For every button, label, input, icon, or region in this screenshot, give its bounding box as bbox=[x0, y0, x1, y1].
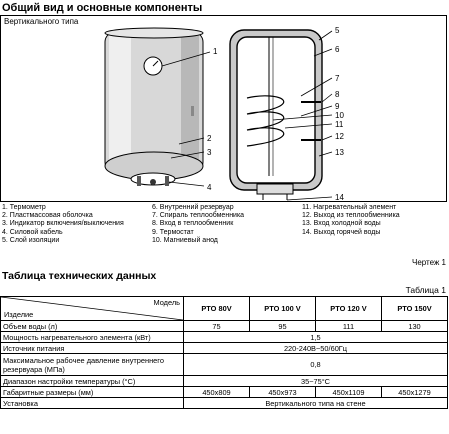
callout-5: 5 bbox=[335, 26, 340, 35]
row-label: Габаритные размеры (мм) bbox=[0, 386, 184, 398]
legend-item: 1. Термометр bbox=[2, 204, 46, 211]
callout-8: 8 bbox=[335, 90, 340, 99]
callout-2: 2 bbox=[207, 134, 212, 143]
model-header: PTO 100 V bbox=[249, 296, 316, 321]
heater-drawing: 1 2 3 4 5 bbox=[104, 26, 344, 202]
table-label: Таблица 1 bbox=[405, 285, 446, 295]
legend-item: 4. Силовой кабель bbox=[2, 228, 63, 236]
table-row: Мощность нагревательного элемента (кВт) … bbox=[0, 331, 448, 343]
corner-item-label: Изделие bbox=[4, 310, 34, 319]
diagonal-divider bbox=[1, 297, 183, 320]
row-label: Мощность нагревательного элемента (кВт) bbox=[0, 331, 184, 343]
table-cell: Вертикального типа на стене bbox=[183, 397, 448, 409]
callout-3: 3 bbox=[207, 148, 212, 157]
table-row: Диапазон настройки температуры (°С) 35~7… bbox=[0, 375, 448, 387]
table-cell: 75 bbox=[183, 320, 250, 332]
table-row: Источник питания 220-240В~50/60Гц bbox=[0, 342, 448, 354]
table-cell: 1,5 bbox=[183, 331, 448, 343]
component-legend: 1. Термометр 2. Пластмассовая оболочка 3… bbox=[2, 204, 447, 254]
table-row: Максимальное рабочее давление внутреннег… bbox=[0, 353, 448, 376]
heater-exterior bbox=[104, 27, 211, 187]
table-cell: 35~75°С bbox=[183, 375, 448, 387]
row-label: Источник питания bbox=[0, 342, 184, 354]
legend-item: 8. Вход в теплообменник bbox=[152, 220, 234, 228]
callout-14: 14 bbox=[335, 193, 344, 202]
table-cell: 220-240В~50/60Гц bbox=[183, 342, 448, 354]
callout-13: 13 bbox=[335, 148, 344, 157]
callout-7: 7 bbox=[335, 74, 340, 83]
legend-item: 12. Выход из теплообменника bbox=[302, 212, 400, 220]
legend-item: 14. Выход горячей воды bbox=[302, 228, 381, 236]
callout-6: 6 bbox=[335, 45, 340, 54]
corner-model-label: Модель bbox=[153, 298, 180, 307]
table-cell: 111 bbox=[315, 320, 382, 332]
figure-frame: Вертикального типа 1 2 3 4 bbox=[0, 15, 447, 202]
legend-item: 10. Магниевый анод bbox=[152, 236, 218, 244]
table-row: Габаритные размеры (мм) 450x809 450x973 … bbox=[0, 386, 448, 398]
model-header: PTO 150V bbox=[381, 296, 448, 321]
legend-item: 3. Индикатор включения/выключения bbox=[2, 220, 124, 228]
corner-cell: Модель Изделие bbox=[0, 296, 184, 321]
table-cell: 130 bbox=[381, 320, 448, 332]
legend-item: 13. Вход холодной воды bbox=[302, 220, 381, 228]
table-cell: 450x973 bbox=[249, 386, 316, 398]
table-header-row: Модель Изделие PTO 80V PTO 100 V PTO 120… bbox=[0, 296, 448, 321]
legend-item: 9. Термостат bbox=[152, 228, 194, 236]
legend-item: 5. Слой изоляции bbox=[2, 236, 60, 244]
legend-column-2: 6. Внутренний резервуар 7. Спираль тепло… bbox=[152, 204, 244, 245]
callout-12: 12 bbox=[335, 132, 344, 141]
callout-10: 10 bbox=[335, 111, 344, 120]
row-label: Максимальное рабочее давление внутреннег… bbox=[0, 353, 184, 376]
table-row: Объем воды (л) 75 95 111 130 bbox=[0, 320, 448, 332]
section-title: Таблица технических данных bbox=[2, 270, 157, 282]
spec-table: Модель Изделие PTO 80V PTO 100 V PTO 120… bbox=[0, 296, 448, 409]
page-title: Общий вид и основные компоненты bbox=[2, 2, 203, 14]
row-label: Диапазон настройки температуры (°С) bbox=[0, 375, 184, 387]
callout-11: 11 bbox=[335, 120, 344, 129]
callout-9: 9 bbox=[335, 102, 340, 111]
figure-subtitle: Вертикального типа bbox=[4, 17, 79, 26]
table-cell: 95 bbox=[249, 320, 316, 332]
legend-item: 7. Спираль теплообменника bbox=[152, 212, 245, 220]
legend-item: 6. Внутренний резервуар bbox=[152, 204, 234, 211]
model-header: PTO 120 V bbox=[315, 296, 382, 321]
heater-cutaway bbox=[229, 29, 333, 201]
table-cell: 450x809 bbox=[183, 386, 250, 398]
callout-4: 4 bbox=[207, 183, 212, 192]
row-label: Объем воды (л) bbox=[0, 320, 184, 332]
table-cell: 450x1279 bbox=[381, 386, 448, 398]
table-row: Установка Вертикального типа на стене bbox=[0, 397, 448, 409]
drawing-label: Чертеж 1 bbox=[411, 258, 446, 267]
table-cell: 0,8 bbox=[183, 353, 448, 376]
row-label: Установка bbox=[0, 397, 184, 409]
legend-column-1: 1. Термометр 2. Пластмассовая оболочка 3… bbox=[2, 204, 124, 245]
callout-1: 1 bbox=[213, 47, 218, 56]
legend-column-3: 11. Нагревательный элемент 12. Выход из … bbox=[302, 204, 400, 237]
legend-item: 2. Пластмассовая оболочка bbox=[2, 212, 93, 220]
model-header: PTO 80V bbox=[183, 296, 250, 321]
legend-item: 11. Нагревательный элемент bbox=[302, 204, 397, 211]
table-cell: 450x1109 bbox=[315, 386, 382, 398]
